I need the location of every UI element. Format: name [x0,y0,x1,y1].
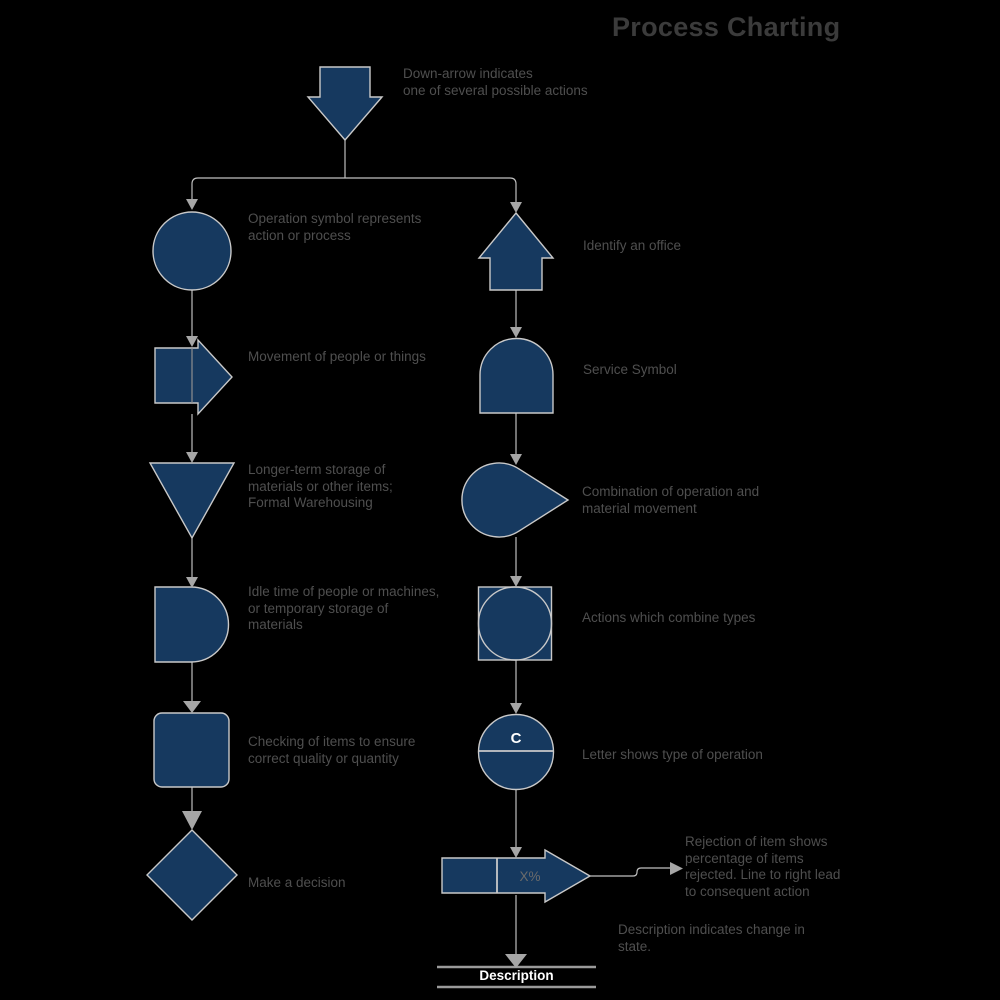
identify-office-label: Identify an office [583,238,682,253]
decision-label: Make a decision [248,875,346,890]
rejection-arrow-body [441,848,592,904]
checking-label: Checking of items to ensure correct qual… [248,734,416,766]
description-arrowhead-icon [505,954,527,968]
page-title: Process Charting [612,12,841,42]
rejection-arrow-symbol: X% [441,848,592,904]
branch-right-arrowhead-icon [510,202,522,213]
right-arrowhead-4-icon [510,703,522,714]
decision-diamond-symbol [146,829,238,921]
rejection-lead-arrowhead-icon [670,862,683,875]
right-arrowhead-1-icon [510,327,522,338]
letter-operation-label: Letter shows type of operation [582,747,763,762]
branch-left-arrowhead-icon [186,199,198,210]
idle-time-d-symbol [154,586,230,663]
letter-circle [477,713,555,791]
combine-square [477,586,553,661]
combination-label: Combination of operation and material mo… [582,484,760,516]
movement-right-arrow-symbol [154,338,233,416]
branch-line [191,177,517,204]
right-arrowhead-5-icon [510,847,522,858]
left-arrowhead-1-icon [186,336,198,347]
letter-circle-symbol: C [477,713,555,791]
rejection-percentage-value: X% [519,869,540,884]
symbols: C X% [146,66,596,989]
description-note-label: Description indicates change in state. [618,922,805,954]
movement-label: Movement of people or things [248,349,426,364]
arrowheads [182,199,683,968]
operation-letter: C [511,730,522,747]
combine-inner-circle [477,586,553,661]
down-arrow-symbol [306,66,384,142]
left-arrowhead-4-icon [183,701,201,713]
right-arrowhead-2-icon [510,454,522,465]
rejection-lead-line [590,867,670,877]
left-arrowhead-5-icon [182,811,202,830]
idle-time-label: Idle time of people or machines, or temp… [248,584,440,632]
checking-square-symbol [153,712,230,788]
connectors [191,140,670,954]
rejection-label: Rejection of item shows percentage of it… [685,834,841,899]
description-bar-text: Description [479,968,554,983]
storage-label: Longer-term storage of materials or othe… [248,462,393,510]
circle-in-square-symbol [477,586,553,661]
left-arrowhead-3-icon [186,577,198,588]
storage-triangle-symbol [148,462,236,540]
down-arrow-label: Down-arrow indicates one of several poss… [403,66,588,98]
combination-teardrop-symbol [461,462,570,538]
left-arrowhead-2-icon [186,452,198,463]
operation-label: Operation symbol represents action or pr… [248,211,422,243]
right-arrowhead-3-icon [510,576,522,587]
up-arrow-symbol [477,211,555,291]
combine-types-label: Actions which combine types [582,610,756,625]
operation-circle-symbol [152,211,232,291]
service-dome-symbol [479,337,554,414]
service-label: Service Symbol [583,362,677,377]
